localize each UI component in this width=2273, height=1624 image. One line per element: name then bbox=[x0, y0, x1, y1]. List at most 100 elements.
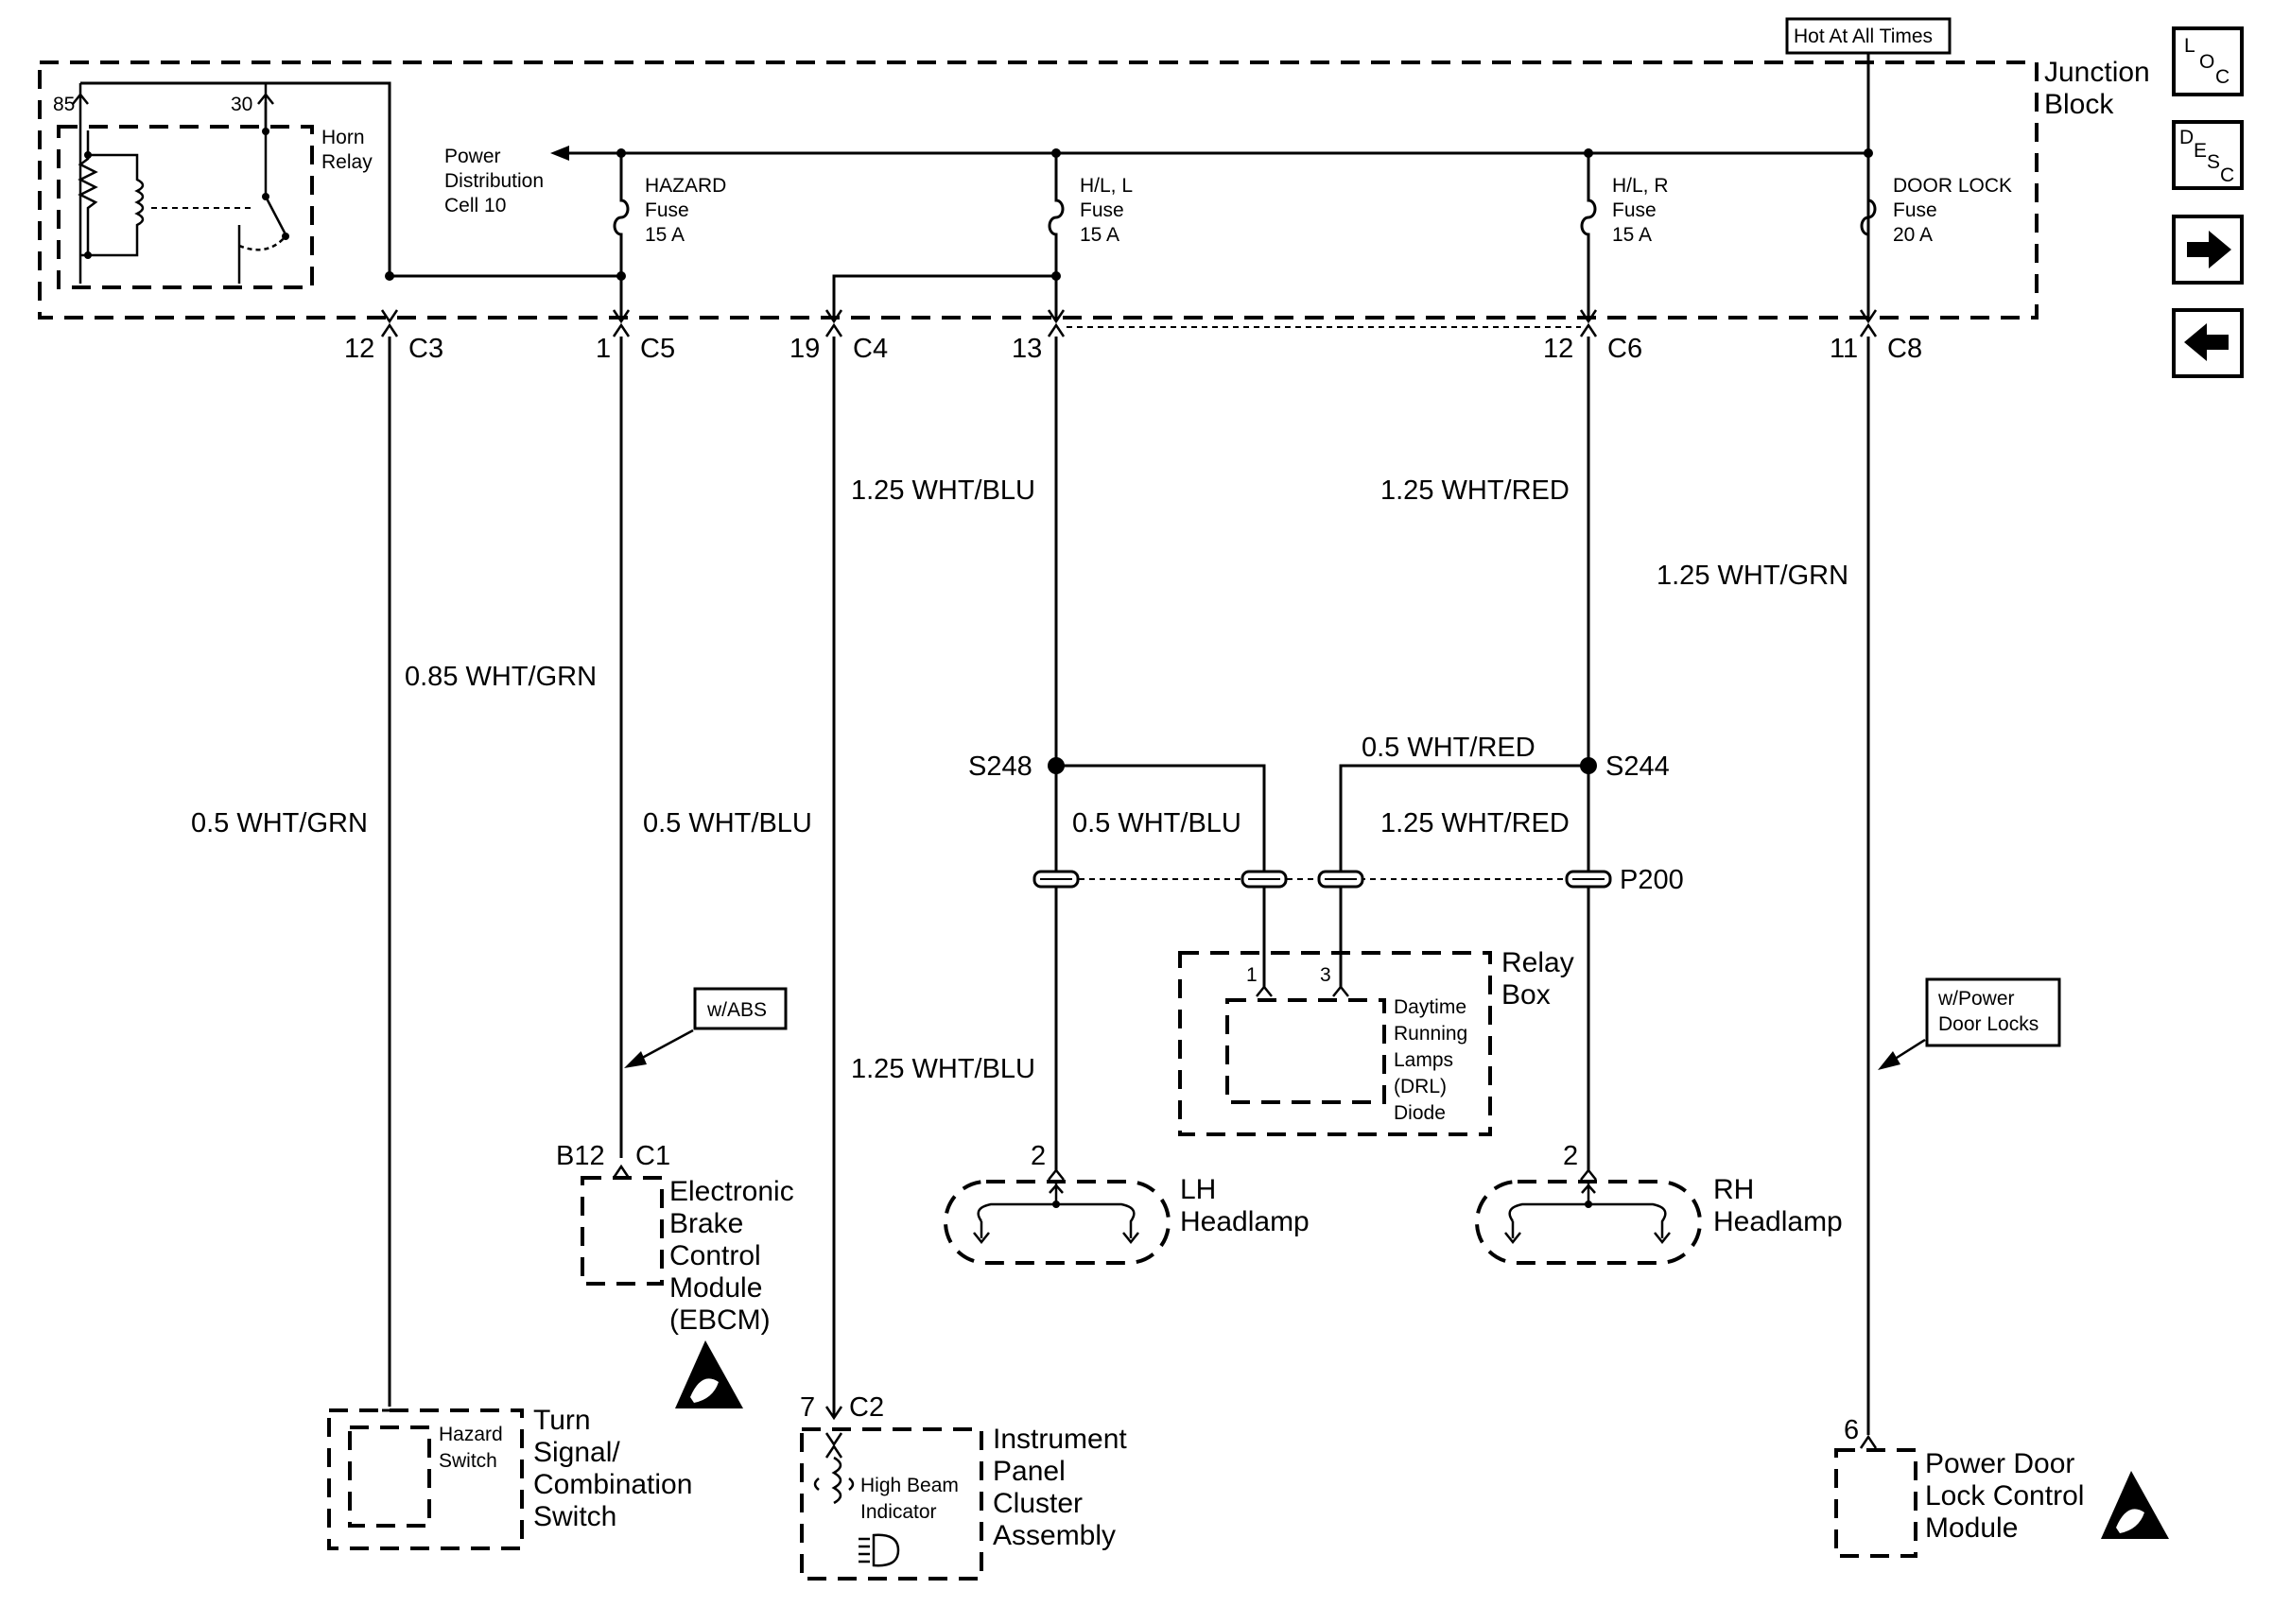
wire-label-ebcm: 0.5 WHT/BLU bbox=[643, 808, 812, 838]
svg-text:Door Locks: Door Locks bbox=[1938, 1013, 2039, 1035]
relay-pin-3: 3 bbox=[1320, 964, 1331, 986]
svg-text:Electronic: Electronic bbox=[669, 1176, 794, 1207]
svg-text:Panel: Panel bbox=[993, 1456, 1066, 1487]
svg-text:D: D bbox=[2179, 127, 2194, 148]
svg-text:Switch: Switch bbox=[533, 1501, 616, 1532]
wire-label-splice-right-low: 1.25 WHT/RED bbox=[1380, 808, 1570, 838]
svg-text:Brake: Brake bbox=[669, 1208, 743, 1239]
w-power-door-box bbox=[1925, 977, 2061, 1047]
ebcm-pin-label: B12 bbox=[556, 1141, 605, 1171]
s248-label: S248 bbox=[968, 752, 1032, 782]
prev-page-button[interactable] bbox=[2172, 308, 2244, 378]
svg-text:Daytime: Daytime bbox=[1394, 996, 1466, 1018]
power-distribution-label: Power Distribution Cell 10 bbox=[444, 146, 544, 216]
turn-signal-switch-box bbox=[327, 1408, 524, 1550]
svg-text:C: C bbox=[2215, 66, 2230, 88]
turn-signal-label: Turn Signal/ Combination Switch bbox=[533, 1405, 692, 1532]
svg-text:Relay: Relay bbox=[321, 151, 373, 173]
wire-label-lh-low: 1.25 WHT/BLU bbox=[851, 1054, 1035, 1084]
connector-row: 12 C3 1 C5 19 C4 13 12 C6 11 C8 bbox=[344, 309, 1922, 364]
wire-label-door: 1.25 WHT/GRN bbox=[1657, 561, 1848, 591]
ipc-pin-label: 7 bbox=[800, 1392, 815, 1423]
w-abs-box bbox=[693, 987, 788, 1030]
wire-label-hl-left: 1.25 WHT/BLU bbox=[851, 475, 1035, 506]
wire-label-splice-left: 0.5 WHT/BLU bbox=[1072, 808, 1241, 838]
loc-button[interactable]: L O C bbox=[2172, 26, 2244, 96]
s244-label: S244 bbox=[1605, 752, 1670, 782]
svg-text:Cell 10: Cell 10 bbox=[444, 195, 506, 216]
esd-warning-icon bbox=[675, 1340, 743, 1408]
hot-at-all-times-box bbox=[1785, 17, 1952, 55]
junction-block-outline bbox=[38, 60, 2039, 320]
svg-text:L: L bbox=[2184, 35, 2195, 57]
ipc-label: Instrument Panel Cluster Assembly bbox=[993, 1424, 1127, 1551]
desc-button[interactable]: D E S C bbox=[2172, 120, 2244, 190]
svg-text:O: O bbox=[2199, 51, 2214, 73]
p200-label: P200 bbox=[1620, 865, 1684, 895]
svg-text:C4: C4 bbox=[853, 334, 888, 364]
svg-text:Combination: Combination bbox=[533, 1469, 692, 1500]
svg-text:2: 2 bbox=[1031, 1141, 1046, 1171]
next-page-button[interactable] bbox=[2172, 215, 2244, 285]
door-module-box bbox=[1834, 1448, 1917, 1558]
svg-text:C6: C6 bbox=[1607, 334, 1642, 364]
svg-text:LH: LH bbox=[1180, 1174, 1216, 1205]
svg-text:Distribution: Distribution bbox=[444, 170, 544, 192]
svg-text:C5: C5 bbox=[640, 334, 675, 364]
svg-text:E: E bbox=[2194, 140, 2207, 162]
w-abs-label: w/ABS bbox=[706, 999, 767, 1021]
svg-text:DOOR LOCK: DOOR LOCK bbox=[1893, 175, 2012, 197]
svg-text:C8: C8 bbox=[1887, 334, 1922, 364]
pin-30-label: 30 bbox=[231, 94, 252, 115]
svg-text:Indicator: Indicator bbox=[860, 1501, 937, 1523]
ebcm-connector-label: C1 bbox=[635, 1141, 670, 1171]
svg-text:Turn: Turn bbox=[533, 1405, 591, 1436]
svg-text:19: 19 bbox=[789, 334, 820, 364]
p200-connector bbox=[1032, 870, 1612, 889]
svg-text:HAZARD: HAZARD bbox=[645, 175, 726, 197]
drl-diode-label: Daytime Running Lamps (DRL) Diode bbox=[1394, 996, 1467, 1124]
svg-text:1: 1 bbox=[596, 334, 611, 364]
high-beam-icon bbox=[859, 1533, 900, 1567]
svg-text:Power: Power bbox=[444, 146, 501, 167]
lh-headlamp: 2 bbox=[944, 1141, 1171, 1265]
svg-text:Module: Module bbox=[1925, 1512, 2018, 1544]
svg-text:H/L, R: H/L, R bbox=[1612, 175, 1669, 197]
svg-text:Running: Running bbox=[1394, 1023, 1467, 1045]
arrow-left-icon bbox=[2184, 323, 2229, 361]
pin-85-label: 85 bbox=[53, 94, 75, 115]
svg-text:Junction: Junction bbox=[2044, 57, 2150, 88]
svg-text:Fuse: Fuse bbox=[645, 199, 689, 221]
svg-text:Lamps: Lamps bbox=[1394, 1049, 1453, 1071]
svg-text:w/Power: w/Power bbox=[1937, 988, 2015, 1010]
wire-label-relay: 0.5 WHT/GRN bbox=[191, 808, 368, 838]
svg-text:C: C bbox=[2220, 164, 2234, 186]
svg-text:Headlamp: Headlamp bbox=[1180, 1206, 1310, 1237]
svg-text:RH: RH bbox=[1713, 1174, 1754, 1205]
svg-text:Cluster: Cluster bbox=[993, 1488, 1083, 1519]
w-power-door-label: w/Power Door Locks bbox=[1937, 988, 2039, 1035]
svg-text:Box: Box bbox=[1501, 979, 1551, 1011]
rh-headlamp-label: RH Headlamp bbox=[1713, 1174, 1843, 1237]
svg-text:12: 12 bbox=[344, 334, 374, 364]
esd-warning-icon-door bbox=[2101, 1471, 2169, 1539]
wire-label-hl-right: 1.25 WHT/RED bbox=[1380, 475, 1570, 506]
svg-text:H/L, L: H/L, L bbox=[1080, 175, 1133, 197]
hazard-switch-box bbox=[348, 1425, 431, 1528]
svg-text:Instrument: Instrument bbox=[993, 1424, 1127, 1455]
svg-text:(EBCM): (EBCM) bbox=[669, 1304, 771, 1336]
svg-text:Diode: Diode bbox=[1394, 1102, 1446, 1124]
relay-pin-1: 1 bbox=[1246, 964, 1258, 986]
svg-text:Horn: Horn bbox=[321, 127, 365, 148]
door-lock-fuse-label: DOOR LOCK Fuse 20 A bbox=[1893, 175, 2012, 246]
svg-text:20 A: 20 A bbox=[1893, 224, 1933, 246]
drl-diode-box bbox=[1225, 998, 1386, 1104]
rh-headlamp: 2 bbox=[1475, 1141, 1702, 1265]
svg-text:13: 13 bbox=[1012, 334, 1042, 364]
svg-text:12: 12 bbox=[1543, 334, 1573, 364]
svg-text:Fuse: Fuse bbox=[1612, 199, 1657, 221]
svg-text:Block: Block bbox=[2044, 89, 2114, 120]
junction-block-label: Junction Block bbox=[2044, 57, 2150, 120]
svg-text:11: 11 bbox=[1830, 334, 1858, 364]
